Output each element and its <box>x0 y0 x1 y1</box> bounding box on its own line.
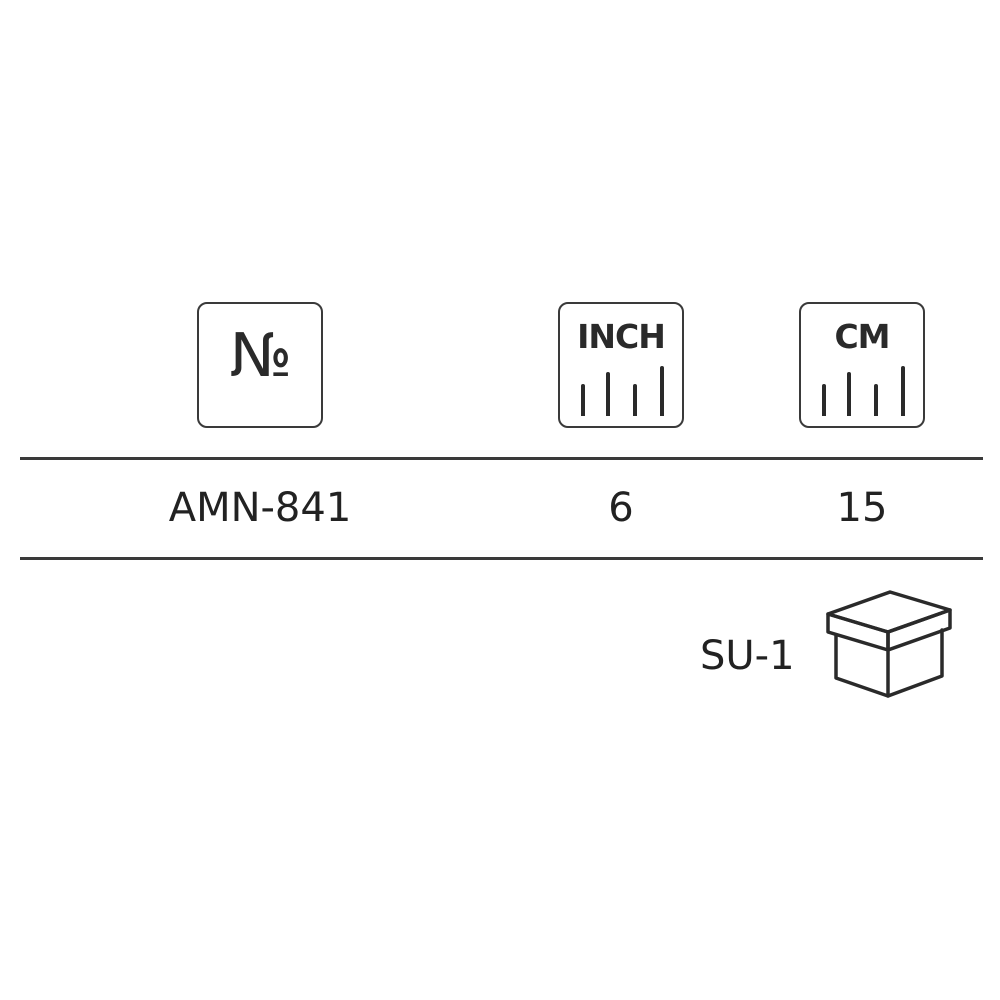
number-sign-icon: № <box>197 302 323 428</box>
table-top-divider <box>20 457 983 460</box>
ruler-ticks-icon <box>581 366 664 416</box>
packaging-unit-label: SU-1 <box>700 633 795 679</box>
number-sign-label: № <box>229 321 292 391</box>
table-bottom-divider <box>20 557 983 560</box>
inch-ruler-icon: INCH <box>558 302 684 428</box>
inch-header-label: INCH <box>577 317 666 356</box>
cm-value-cell: 15 <box>836 485 888 531</box>
cm-header-label: CM <box>834 317 890 356</box>
item-number-cell: AMN-841 <box>168 485 352 531</box>
box-icon <box>826 590 952 698</box>
inch-value-cell: 6 <box>608 485 634 531</box>
ruler-ticks-icon <box>822 366 905 416</box>
cm-ruler-icon: CM <box>799 302 925 428</box>
